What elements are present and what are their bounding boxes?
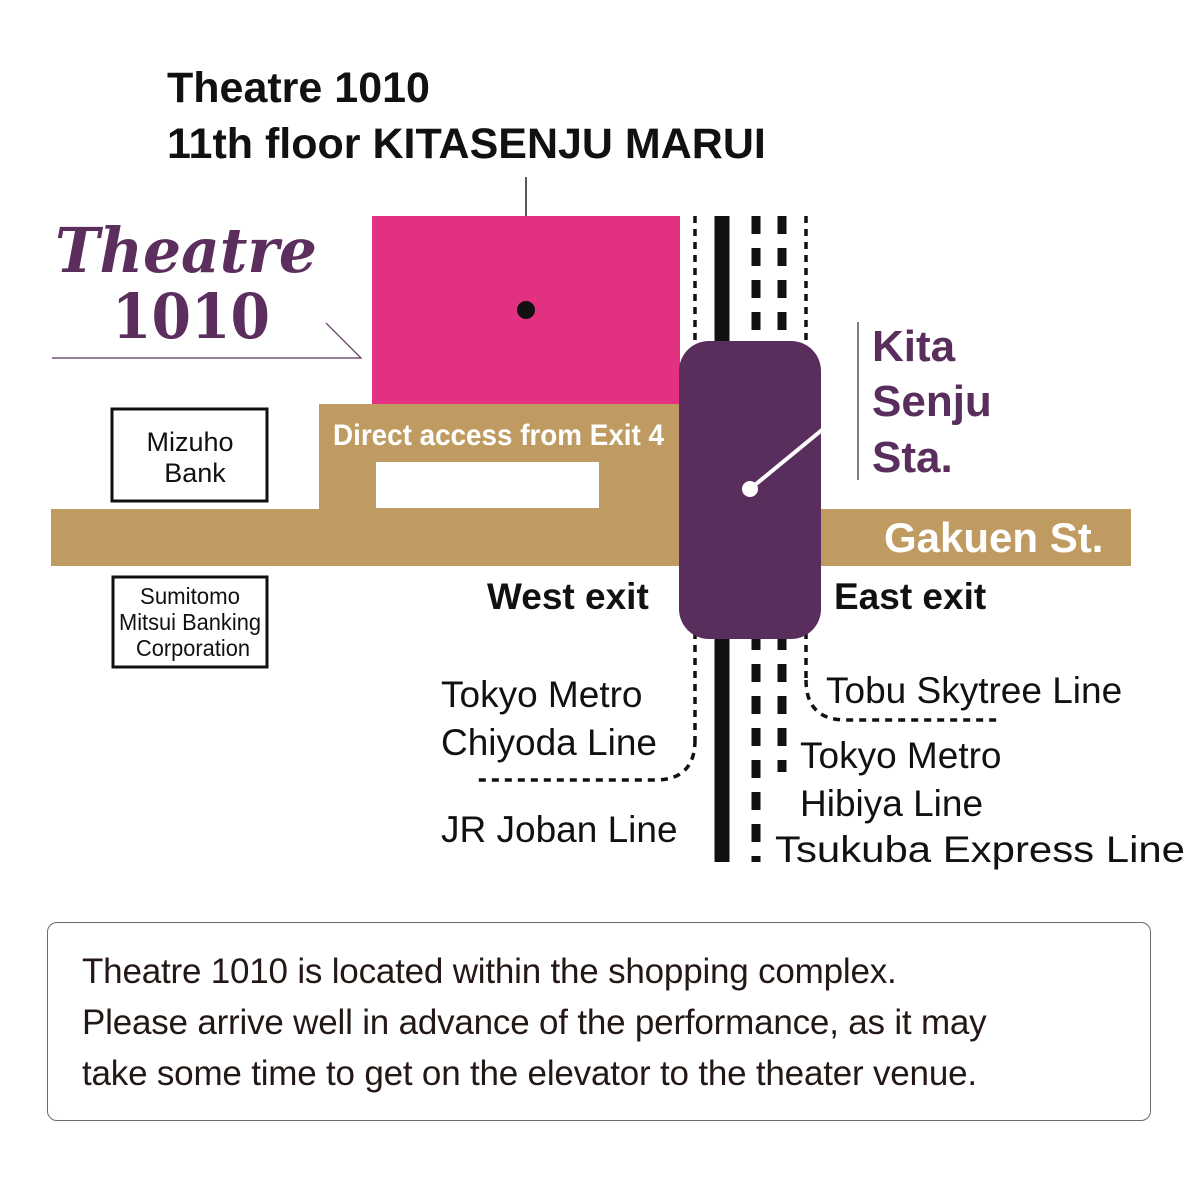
mizuho-bank-line1: Mizuho	[146, 427, 233, 457]
station-pointer-line	[748, 400, 858, 491]
notice-line-1: Theatre 1010 is located within the shopp…	[82, 952, 897, 991]
theatre-1010-logo: Theatre 1010	[52, 214, 363, 359]
notice-box	[47, 922, 1151, 1121]
smbc-line1: Sumitomo	[140, 583, 240, 609]
smbc-box	[111, 575, 269, 669]
tobu-skytree-label: Tobu Skytree Line	[826, 670, 1122, 711]
jr-joban-label: JR Joban Line	[441, 809, 678, 850]
notice-line-3: take some time to get on the elevator to…	[82, 1054, 977, 1093]
smbc-line2: Mitsui Banking	[119, 609, 261, 635]
station-label-senju: Senju	[872, 377, 992, 426]
station-label-sta: Sta.	[872, 433, 953, 482]
direct-access-label: Direct access from Exit 4	[333, 419, 664, 452]
smbc-line3: Corporation	[136, 635, 250, 661]
station-label-kita: Kita	[872, 322, 956, 371]
station-location-dot	[742, 481, 758, 497]
hibiya-label-line2: Hibiya Line	[800, 783, 983, 824]
logo-word: Theatre	[55, 214, 317, 287]
mizuho-bank-box	[110, 407, 269, 503]
chiyoda-label-line2: Chiyoda Line	[441, 722, 657, 763]
west-exit-label: West exit	[487, 576, 649, 617]
mizuho-bank-line2: Bank	[164, 458, 226, 488]
venue-title: Theatre 1010	[167, 64, 430, 112]
tsukuba-label: Tsukuba Express Line	[775, 829, 1185, 870]
east-exit-label: East exit	[834, 576, 986, 617]
hibiya-label-line1: Tokyo Metro	[800, 735, 1002, 776]
notice-line-2: Please arrive well in advance of the per…	[82, 1003, 987, 1042]
gakuen-street-label: Gakuen St.	[884, 514, 1103, 561]
logo-pointer-line	[52, 322, 363, 359]
floor-title: 11th floor KITASENJU MARUI	[167, 120, 766, 168]
logo-number: 1010	[112, 280, 270, 353]
theatre-location-dot	[517, 301, 535, 319]
exit-4-passage	[376, 462, 599, 508]
chiyoda-label-line1: Tokyo Metro	[441, 674, 643, 715]
